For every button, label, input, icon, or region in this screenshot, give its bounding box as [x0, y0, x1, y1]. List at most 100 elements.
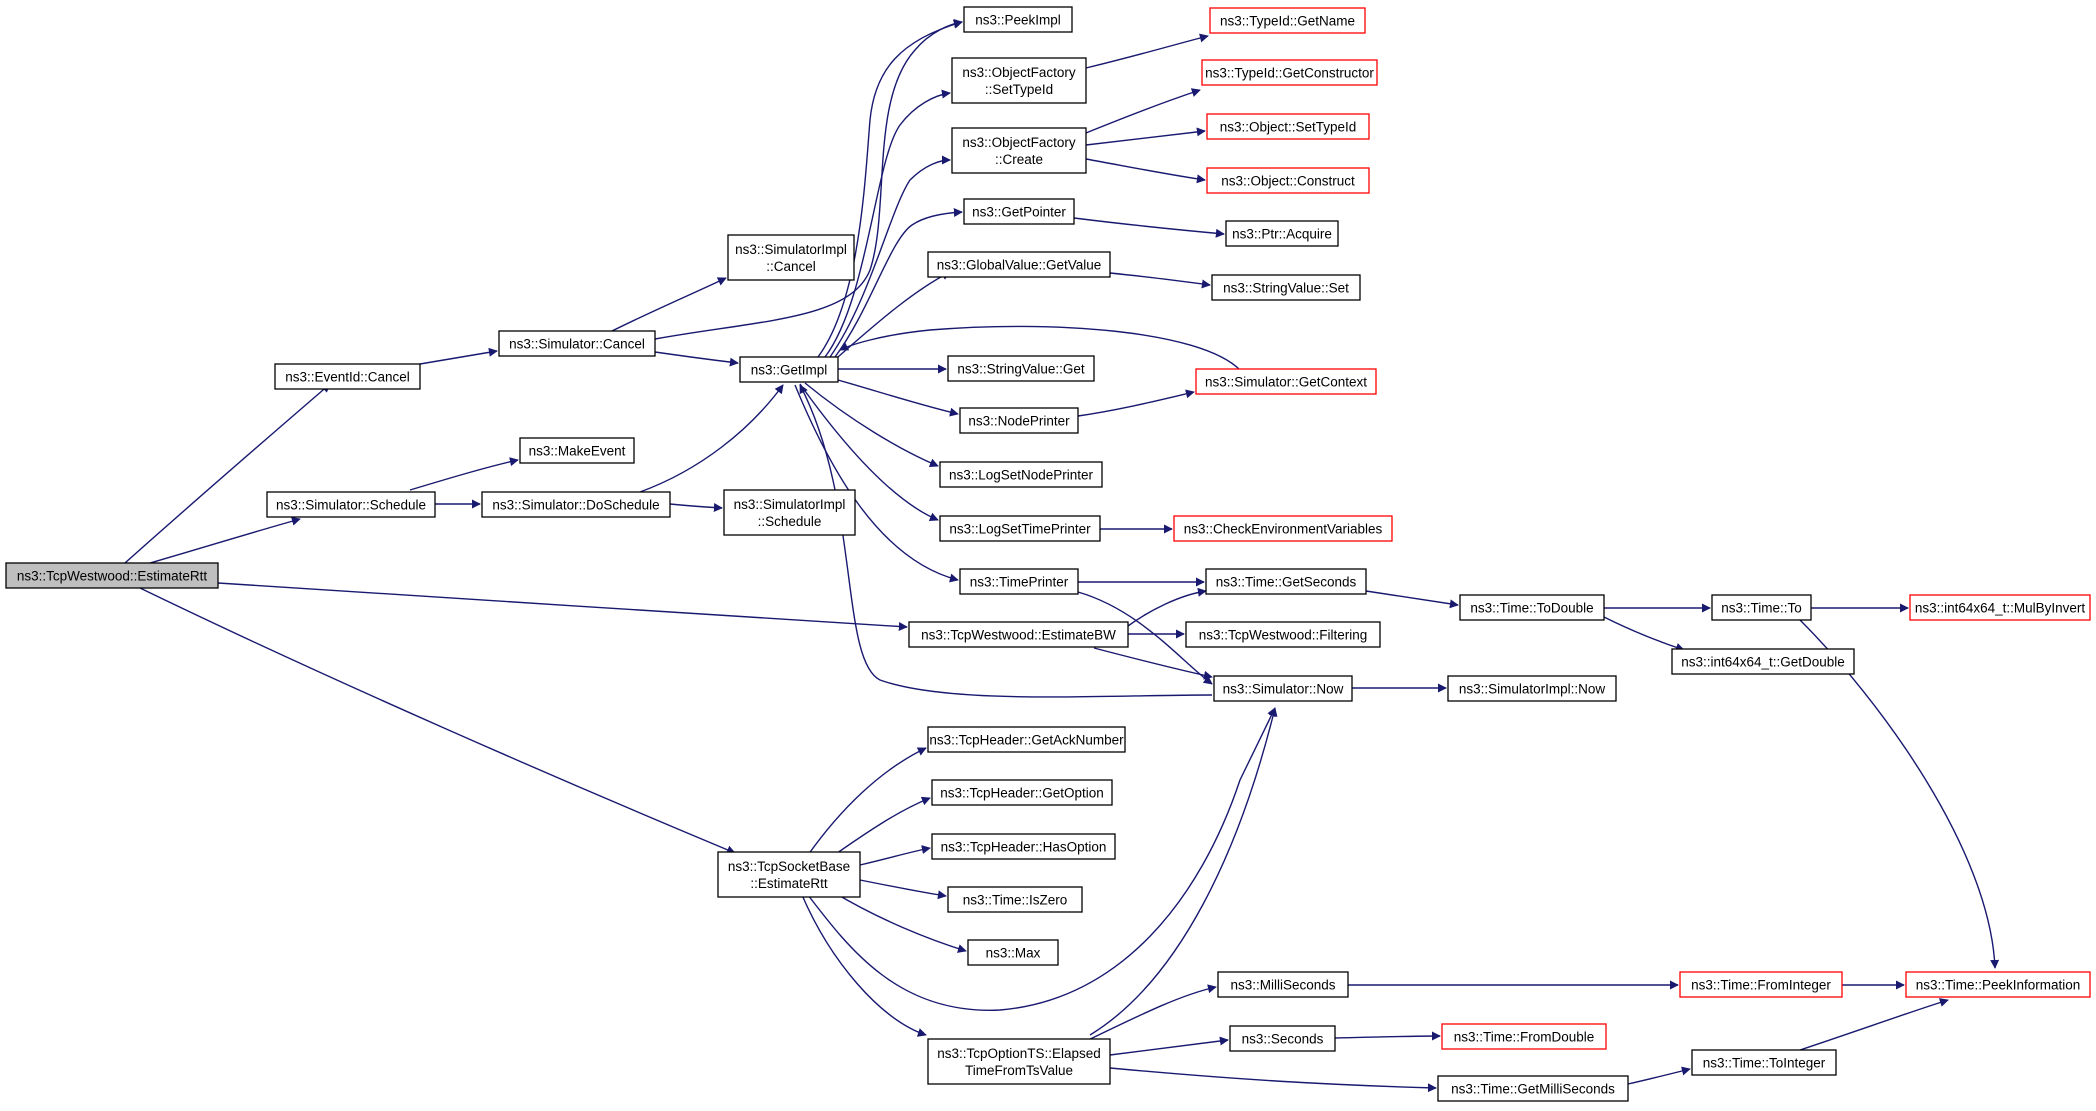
node-label: ns3::TypeId::GetConstructor — [1205, 66, 1374, 81]
node-globalvalue-getvalue[interactable]: ns3::GlobalValue::GetValue — [927, 251, 1111, 278]
edge-tots-to-seconds — [1109, 1036, 1229, 1056]
node-label: ns3::TcpHeader::GetAckNumber — [929, 733, 1124, 748]
edge-tsb-to-th-hasoption — [859, 845, 931, 866]
node-nodeprinter[interactable]: ns3::NodePrinter — [959, 407, 1079, 434]
node-timeprinter[interactable]: ns3::TimePrinter — [959, 568, 1079, 595]
edge-tots-to-milliseconds — [1081, 984, 1217, 1044]
node-label: ns3::MilliSeconds — [1230, 978, 1335, 993]
node-box — [1185, 621, 1381, 648]
edge-time-todouble-to-getdouble — [1603, 616, 1685, 652]
node-simulator-cancel[interactable]: ns3::Simulator::Cancel — [498, 330, 656, 357]
node-box — [1905, 971, 2091, 998]
node-logsettimeprinter[interactable]: ns3::LogSetTimePrinter — [939, 515, 1101, 542]
node-tcpwestwood-filtering[interactable]: ns3::TcpWestwood::Filtering — [1185, 621, 1381, 648]
node-time-tointeger[interactable]: ns3::Time::ToInteger — [1691, 1049, 1837, 1076]
node-simulator-now[interactable]: ns3::Simulator::Now — [1213, 675, 1353, 702]
edge-tsb-to-th-getacknumber — [807, 747, 927, 856]
node-time-iszero[interactable]: ns3::Time::IsZero — [947, 886, 1083, 913]
node-int64x64-getdouble[interactable]: ns3::int64x64_t::GetDouble — [1671, 648, 1855, 675]
node-label: ns3::int64x64_t::GetDouble — [1681, 655, 1845, 670]
node-label: ns3::Seconds — [1242, 1032, 1324, 1047]
node-box — [274, 363, 421, 390]
node-object-construct[interactable]: ns3::Object::Construct — [1206, 167, 1370, 194]
node-box — [931, 833, 1116, 860]
node-label: ns3::Object::Construct — [1221, 174, 1355, 189]
node-tcpheader-hasoption[interactable]: ns3::TcpHeader::HasOption — [931, 833, 1116, 860]
node-milliseconds[interactable]: ns3::MilliSeconds — [1217, 971, 1349, 998]
node-label: ns3::StringValue::Set — [1223, 281, 1349, 296]
node-time-fromdouble[interactable]: ns3::Time::FromDouble — [1441, 1023, 1607, 1050]
edge-getimpl-to-of-create — [829, 155, 951, 358]
node-simulatorimpl-schedule[interactable]: ns3::SimulatorImpl::Schedule — [723, 489, 856, 536]
node-objectfactory-create[interactable]: ns3::ObjectFactory::Create — [951, 127, 1087, 174]
node-box — [1447, 675, 1617, 702]
node-seconds[interactable]: ns3::Seconds — [1229, 1025, 1336, 1052]
node-label: ns3::Object::SetTypeId — [1220, 120, 1357, 135]
edge-nodeprinter-to-sim-getcontext — [1077, 389, 1195, 417]
node-box — [739, 356, 839, 383]
node-box — [1691, 1049, 1837, 1076]
node-box — [498, 330, 656, 357]
node-logsetnodeprinter[interactable]: ns3::LogSetNodePrinter — [939, 461, 1103, 488]
node-box — [1213, 675, 1353, 702]
edge-tsb-to-sim-now — [807, 707, 1276, 1011]
node-checkenvironmentvariables[interactable]: ns3::CheckEnvironmentVariables — [1173, 515, 1393, 542]
node-makeevent[interactable]: ns3::MakeEvent — [519, 437, 635, 464]
node-time-to[interactable]: ns3::Time::To — [1711, 594, 1812, 621]
node-time-getseconds[interactable]: ns3::Time::GetSeconds — [1205, 568, 1367, 595]
node-simulator-schedule[interactable]: ns3::Simulator::Schedule — [266, 491, 436, 518]
node-simulator-doschedule[interactable]: ns3::Simulator::DoSchedule — [481, 491, 671, 518]
node-typeid-getname[interactable]: ns3::TypeId::GetName — [1209, 7, 1366, 34]
node-box — [727, 234, 855, 281]
node-stringvalue-get[interactable]: ns3::StringValue::Get — [947, 355, 1095, 382]
node-object-settypeid[interactable]: ns3::Object::SetTypeId — [1206, 113, 1370, 140]
node-tcpheader-getacknumber[interactable]: ns3::TcpHeader::GetAckNumber — [927, 726, 1126, 753]
node-stringvalue-set[interactable]: ns3::StringValue::Set — [1211, 274, 1361, 301]
node-tcpwestwood-estimatebw[interactable]: ns3::TcpWestwood::EstimateBW — [908, 621, 1129, 648]
node-label: ns3::EventId::Cancel — [285, 370, 410, 385]
node-label: ns3::Time::ToInteger — [1703, 1056, 1826, 1071]
edge-getpointer-to-ptr-acquire — [1073, 217, 1225, 238]
edge-sim-cancel-to-getimpl — [654, 351, 739, 367]
node-label: ns3::Time::PeekInformation — [1916, 978, 2081, 993]
edge-getimpl-to-nodeprinter — [837, 379, 959, 417]
node-box — [266, 491, 436, 518]
node-simulator-getcontext[interactable]: ns3::Simulator::GetContext — [1195, 368, 1377, 395]
node-getpointer[interactable]: ns3::GetPointer — [963, 198, 1075, 225]
edge-tots-to-time-getmilliseconds — [1109, 1067, 1437, 1093]
node-box — [1195, 368, 1377, 395]
node-tcpheader-getoption[interactable]: ns3::TcpHeader::GetOption — [931, 779, 1113, 806]
node-tcpwestwood-estimatertt[interactable]: ns3::TcpWestwood::EstimateRtt — [5, 562, 219, 589]
node-time-getmilliseconds[interactable]: ns3::Time::GetMilliSeconds — [1437, 1075, 1629, 1102]
node-box — [931, 779, 1113, 806]
node-tcpsocketbase-estimatertt[interactable]: ns3::TcpSocketBase::EstimateRtt — [717, 851, 861, 898]
node-ptr-acquire[interactable]: ns3::Ptr::Acquire — [1225, 220, 1339, 247]
node-max[interactable]: ns3::Max — [967, 939, 1059, 966]
edge-tsb-to-th-getoption — [829, 796, 931, 859]
node-time-todouble[interactable]: ns3::Time::ToDouble — [1459, 594, 1605, 621]
node-peekimpl[interactable]: ns3::PeekImpl — [963, 6, 1073, 33]
node-label: ns3::TcpWestwood::EstimateBW — [921, 628, 1116, 643]
node-box — [1671, 648, 1855, 675]
node-time-frominteger[interactable]: ns3::Time::FromInteger — [1679, 971, 1843, 998]
node-label: ns3::ObjectFactory — [962, 135, 1076, 150]
node-label: ns3::Simulator::Schedule — [276, 498, 426, 513]
node-box — [927, 726, 1126, 753]
node-getimpl[interactable]: ns3::GetImpl — [739, 356, 839, 383]
node-simulatorimpl-cancel[interactable]: ns3::SimulatorImpl::Cancel — [727, 234, 855, 281]
node-eventid-cancel[interactable]: ns3::EventId::Cancel — [274, 363, 421, 390]
node-label: ns3::NodePrinter — [968, 414, 1070, 429]
node-time-peekinformation[interactable]: ns3::Time::PeekInformation — [1905, 971, 2091, 998]
node-label: ns3::TcpSocketBase — [728, 859, 850, 874]
edge-sim-doschedule-to-getimpl — [639, 384, 784, 493]
node-typeid-getconstructor[interactable]: ns3::TypeId::GetConstructor — [1201, 59, 1378, 86]
edge-tots-to-sim-now — [1089, 707, 1278, 1036]
node-int64x64-mulbyinvert[interactable]: ns3::int64x64_t::MulByInvert — [1909, 594, 2091, 621]
node-simulatorimpl-now[interactable]: ns3::SimulatorImpl::Now — [1447, 675, 1617, 702]
node-box — [1679, 971, 1843, 998]
node-objectfactory-settypeid[interactable]: ns3::ObjectFactory::SetTypeId — [951, 57, 1087, 104]
call-edges — [124, 18, 2000, 1093]
node-box — [1711, 594, 1812, 621]
